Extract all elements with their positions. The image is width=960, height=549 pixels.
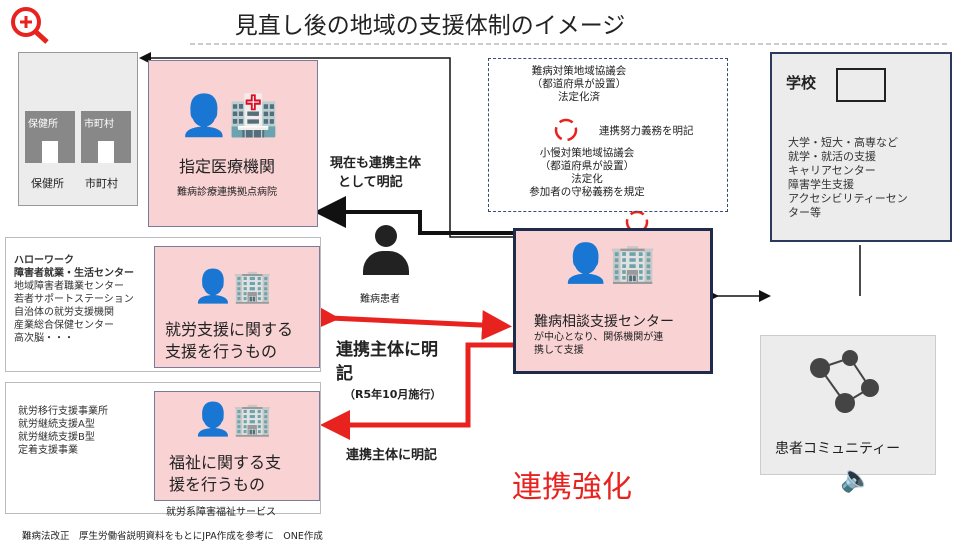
health-group: 保健所 市町村 保健所 市町村: [18, 52, 138, 206]
network-icon: [810, 350, 879, 413]
footer-note: 難病法改正 厚生労働省説明資料をもとにJPA作成を参考に ONE作成: [22, 531, 323, 542]
arrow-label-1: 連携主体に明記: [336, 340, 438, 384]
patient-label: 難病患者: [360, 294, 400, 305]
work-box: 👤🏢就労支援に関する支援を行うもの: [154, 246, 320, 368]
support-center-box: 👤🏢 難病相談支援センター が中心となり、関係機関が連携して支援: [513, 228, 713, 374]
school-box: 学校 大学・短大・高専など就学・就活の支援キャリアセンター障害学生支援アクセシビ…: [770, 52, 952, 242]
welfare-box: 👤🏢福祉に関する支援を行うもの: [154, 391, 320, 501]
building-icon: 👤🏢: [193, 267, 273, 305]
arrow-hospital: [314, 196, 513, 235]
building-icon: 👤🏢: [193, 400, 273, 438]
page-title: 見直し後の地域の支援体制のイメージ: [234, 13, 626, 39]
community-box: 患者コミュニティー: [760, 335, 936, 475]
current-note: 現在も連携主体として明記: [330, 156, 422, 190]
patient-icon: [363, 225, 409, 275]
hospital-box: 👤🏥 指定医療機関 難病診療連携拠点病院: [148, 60, 318, 227]
work-group: ハローワーク障害者就業・生活センター地域障害者職業センター若者サポートステーショ…: [5, 237, 321, 372]
speaker-icon[interactable]: 🔈: [840, 464, 873, 494]
council-box: 難病対策地域協議会（都道府県が設置）法定化済 連携努力義務を明記 小慢対策地域協…: [488, 58, 728, 212]
hospital-icon: 👤🏥: [179, 93, 279, 139]
magnifier-icon: [11, 7, 49, 44]
arrow-work: [309, 302, 512, 341]
building-icon: 👤🏢: [562, 241, 657, 285]
cycle-icon: [554, 118, 649, 234]
arrow-welfare: [320, 342, 513, 440]
arrow-label-2: 連携主体に明記: [346, 448, 438, 463]
connector-health-group: [139, 52, 513, 238]
teacher-icon: [836, 68, 886, 102]
strengthen-label: 連携強化: [512, 470, 632, 505]
arrow-label-1-sub: （R5年10月施行）: [344, 388, 442, 401]
building-icon: 市町村: [81, 111, 131, 163]
building-icon: 保健所: [25, 111, 75, 163]
welfare-group: 就労移行支援事業所就労継続支援A型就労継続支援B型定着支援事業 👤🏢福祉に関する…: [5, 382, 321, 518]
